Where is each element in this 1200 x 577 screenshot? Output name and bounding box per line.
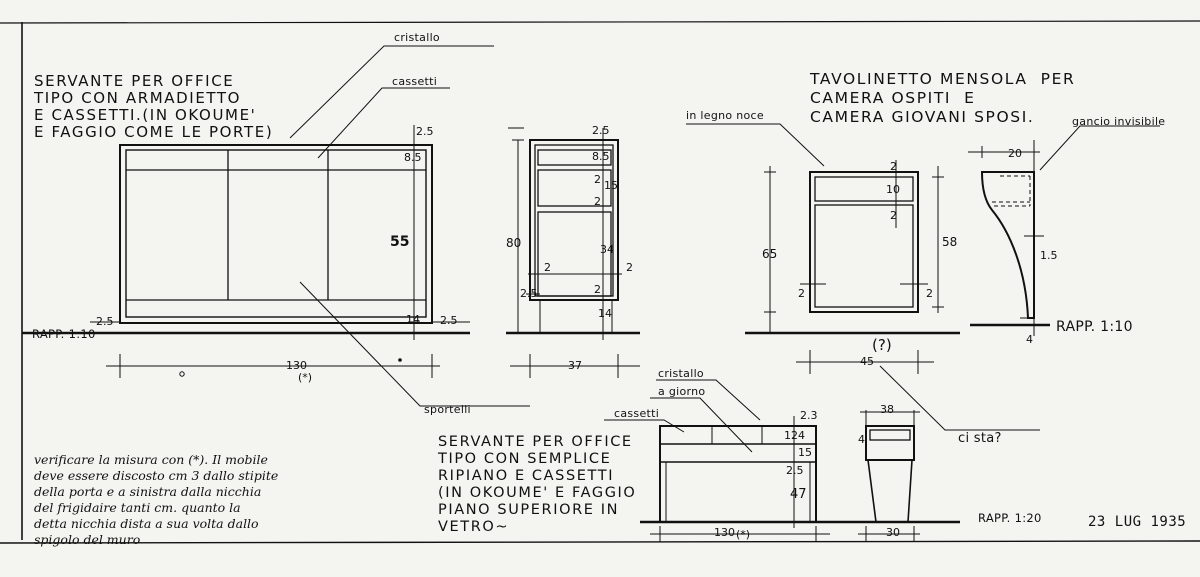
- scale-label-bottom: RAPP. 1:20: [978, 511, 1042, 525]
- dim-side-bottom-left: 2.5: [520, 287, 538, 300]
- label-gancio-invisibile: gancio invisibile: [1072, 115, 1166, 128]
- dim-ss-depth-side: 4: [858, 433, 865, 446]
- verification-note: verificare la misura con (*). Il mobile …: [34, 452, 279, 547]
- dim-ss-top: 2.3: [800, 409, 818, 422]
- dim-profile-mid: 1.5: [1040, 249, 1058, 262]
- dim-ss-width-mark: (*): [736, 528, 751, 541]
- title-simple-servante: SERVANTE PER OFFICE TIPO CON SEMPLICE RI…: [438, 434, 637, 535]
- dim-ss-legs: 47: [790, 487, 807, 502]
- dim-cab-width: 130: [286, 359, 307, 372]
- simple-servante-side: [858, 410, 920, 542]
- scale-label-right: RAPP. 1:10: [1056, 319, 1133, 335]
- dim-cab-base-right: 2.5: [440, 314, 458, 327]
- title-console-table: TAVOLINETTO MENSOLA PER CAMERA OSPITI E …: [810, 70, 1076, 126]
- dim-ss-a: 12: [784, 429, 798, 442]
- dim-side-drawer2: 15: [604, 179, 618, 192]
- dim-tav-height-left: 65: [762, 247, 778, 261]
- dim-profile-bottom: 4: [1026, 333, 1033, 346]
- label-a-giorno: a giorno: [658, 385, 706, 398]
- dim-side-open: 34: [600, 243, 614, 256]
- dim-cab-top: 2.5: [416, 125, 434, 138]
- dim-ss-c: 15: [798, 446, 812, 459]
- label-ci-sta: ci sta?: [958, 431, 1002, 446]
- sheet-bottom-rule: [0, 540, 1200, 544]
- dim-tav-drawer: 10: [886, 183, 900, 196]
- dim-ss-d: 2.5: [786, 464, 804, 477]
- dim-cab-base-left: 2.5: [96, 315, 114, 328]
- dim-cab-height: 55: [390, 234, 410, 250]
- dim-side-wall-r: 2: [626, 261, 633, 274]
- dim-side-base: 14: [598, 307, 612, 320]
- dim-tav-height-right: 58: [942, 235, 958, 249]
- cabinet-side-view: [506, 127, 640, 378]
- simple-servante-front: [604, 379, 960, 542]
- dim-side-bottom-gap: 2: [594, 283, 601, 296]
- dim-tav-width: 45: [860, 355, 874, 368]
- date-stamp: 23 LUG 1935: [1088, 514, 1187, 530]
- dim-cab-drawer: 8.5: [404, 151, 422, 164]
- dim-ss-width: 130: [714, 526, 735, 539]
- label-cassetti-2: cassetti: [614, 407, 660, 420]
- label-sportelli: sportelli: [424, 403, 471, 416]
- scale-label-left: RAPP. 1:10: [32, 327, 96, 341]
- dim-tav-wall-right: 2: [926, 287, 933, 300]
- dim-side-total: 80: [506, 236, 522, 250]
- dim-tav-wall-left: 2: [798, 287, 805, 300]
- dim-side-wall-l: 2: [544, 261, 551, 274]
- dim-tav-width-question: (?): [872, 336, 892, 354]
- sheet-top-rule: [0, 20, 1200, 24]
- dim-side-drawer: 8.5: [592, 150, 610, 163]
- dim-side-top: 2.5: [592, 124, 610, 137]
- cabinet-front-view: [22, 45, 530, 407]
- dim-cab-base: 14: [406, 313, 420, 326]
- console-side-profile: [968, 125, 1160, 336]
- label-cristallo: cristallo: [394, 31, 440, 44]
- label-cassetti: cassetti: [392, 75, 438, 88]
- title-office-cabinet: SERVANTE PER OFFICE TIPO CON ARMADIETTO …: [34, 72, 274, 141]
- label-cristallo-2: cristallo: [658, 367, 704, 380]
- dim-side-gap-a: 2: [594, 173, 601, 186]
- dim-ss-b: 4: [798, 429, 805, 442]
- dim-side-depth: 37: [568, 359, 582, 372]
- dim-ss-depth-top: 38: [880, 403, 894, 416]
- dim-tav-top: 2: [890, 160, 897, 173]
- dim-cab-width-mark: (*): [298, 371, 313, 384]
- dim-side-gap-b: 2: [594, 195, 601, 208]
- dim-tav-gap: 2: [890, 209, 897, 222]
- dim-ss-depth: 30: [886, 526, 900, 539]
- console-table-front: [686, 123, 1040, 431]
- label-in-legno-noce: in legno noce: [686, 109, 764, 122]
- dim-profile-top: 20: [1008, 147, 1022, 160]
